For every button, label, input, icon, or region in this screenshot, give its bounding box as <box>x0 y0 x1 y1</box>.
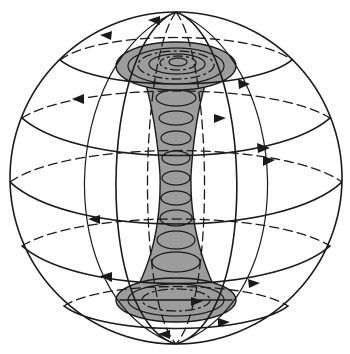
arrow-head <box>72 94 84 104</box>
arrow-head <box>248 279 260 288</box>
arrow-head <box>214 114 226 123</box>
arrow-head <box>257 143 270 153</box>
arrow-head <box>263 156 275 166</box>
arrow-head <box>100 31 112 40</box>
